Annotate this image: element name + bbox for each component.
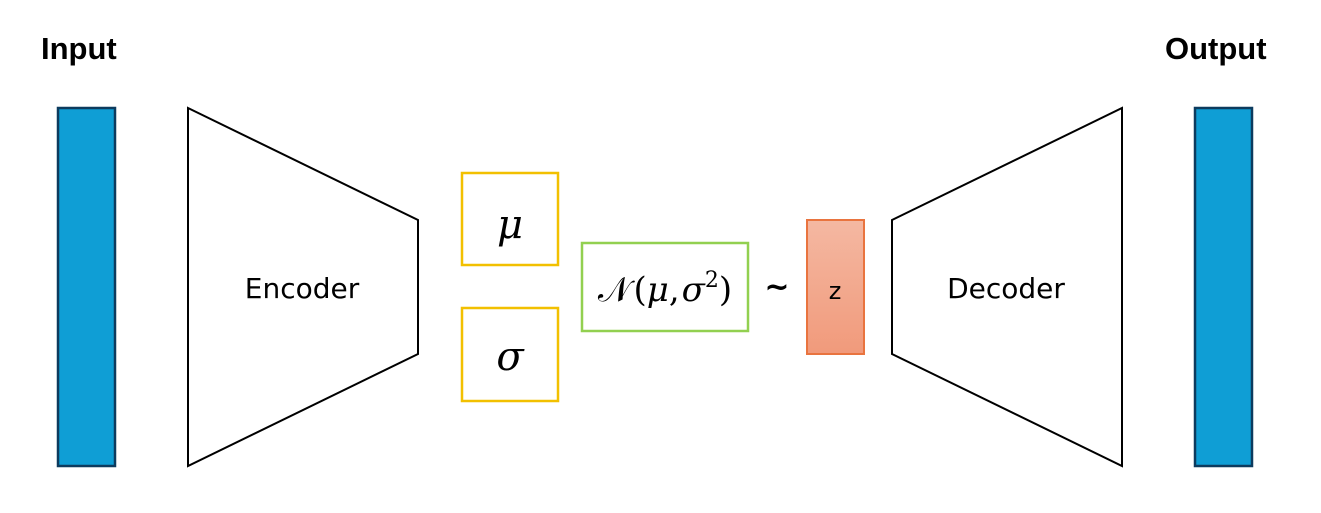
distribution-power: 2: [705, 268, 719, 293]
distribution-box: [580, 241, 750, 333]
sampling-tilde: ~: [764, 270, 789, 305]
mu-symbol: μ: [497, 202, 523, 248]
distribution-script-n: 𝒩: [598, 270, 635, 310]
output-vector: [1193, 106, 1254, 468]
latent-z-label: z: [829, 277, 842, 305]
sigma-symbol: σ: [496, 334, 525, 380]
input-vector: [56, 106, 117, 468]
latent-z-box: [806, 219, 865, 355]
decoder-label: Decoder: [947, 272, 1065, 305]
encoder-trapezoid: [187, 106, 419, 468]
mu-box: [460, 171, 560, 267]
input-heading: Input: [41, 31, 117, 66]
distribution-sigma: σ: [682, 270, 706, 310]
encoder-label: Encoder: [245, 272, 360, 305]
distribution-comma: ,: [669, 270, 680, 310]
distribution-open-paren: (: [633, 270, 646, 310]
distribution-formula: 𝒩(μ,σ2): [598, 268, 732, 310]
sigma-box: [460, 306, 560, 403]
decoder-trapezoid: [891, 106, 1123, 468]
distribution-mu: μ: [647, 270, 669, 310]
distribution-close-paren: ): [719, 270, 732, 310]
output-heading: Output: [1165, 31, 1267, 66]
